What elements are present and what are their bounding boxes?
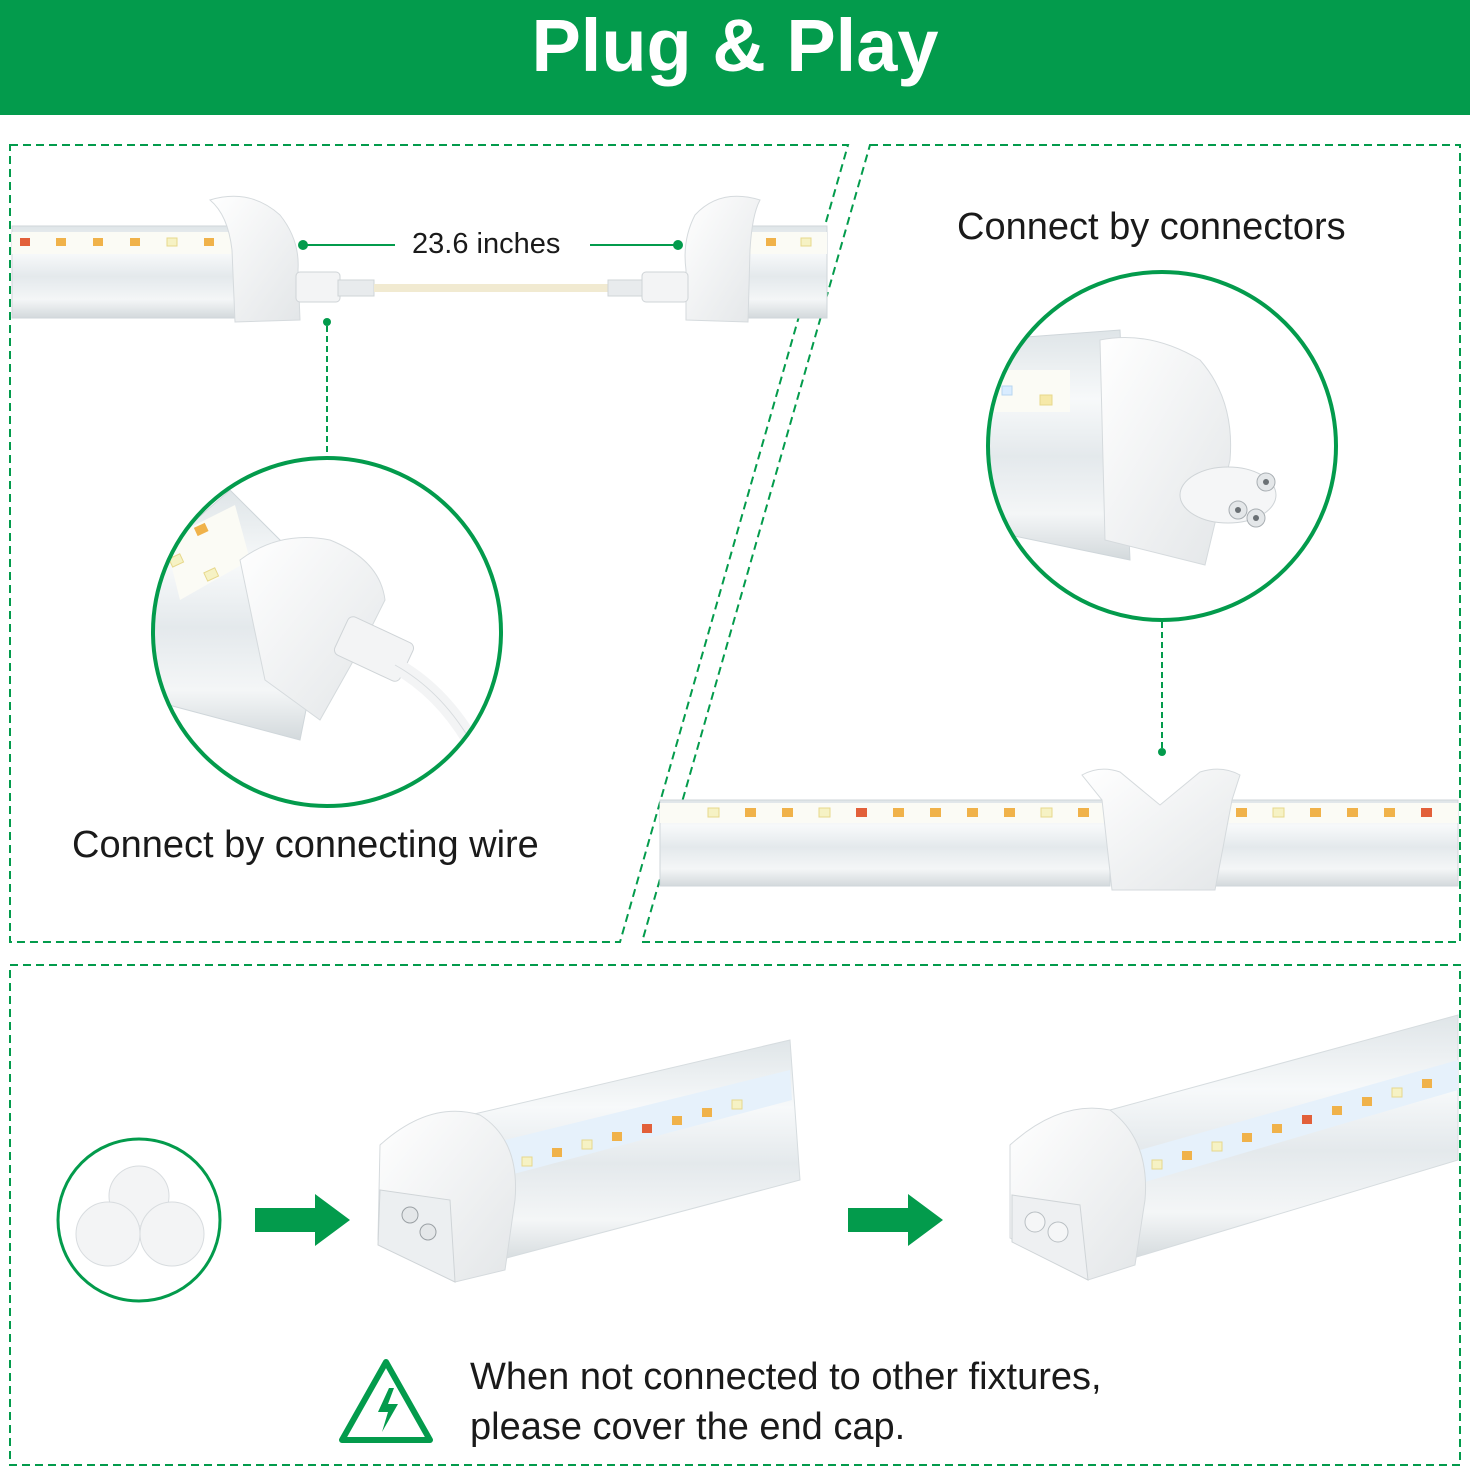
- tube-right: [684, 195, 828, 323]
- distance-indicator: [298, 240, 683, 250]
- led-row-connected: [707, 807, 1432, 818]
- callout-leader-connector: [1158, 622, 1166, 756]
- panel-wire-frame: [9, 144, 850, 943]
- connecting-wire: [295, 271, 689, 303]
- header-banner: [0, 0, 1470, 115]
- caption-connectors: Connect by connectors: [957, 206, 1346, 248]
- arrow-right-icon-2: [848, 1194, 943, 1246]
- warning-line-1: When not connected to other fixtures,: [470, 1356, 1102, 1398]
- panel-connector-frame: [640, 144, 1461, 943]
- arrow-right-icon: [255, 1194, 350, 1246]
- tube-pair-connected: [659, 768, 1459, 891]
- caption-connecting-wire: Connect by connecting wire: [72, 824, 539, 866]
- tube-open-end: [377, 1039, 801, 1283]
- zoom-circle-connector: [986, 270, 1338, 622]
- warning-text: When not connected to other fixtures, pl…: [470, 1352, 1102, 1452]
- distance-label: 23.6 inches: [408, 228, 565, 261]
- end-cap-icon: [56, 1137, 222, 1303]
- high-voltage-warning-icon: [339, 1359, 433, 1443]
- zoom-circle-wire: [151, 456, 503, 808]
- callout-leader-wire: [323, 318, 331, 458]
- tube-left: [11, 195, 301, 323]
- warning-line-2: please cover the end cap.: [470, 1406, 906, 1448]
- tube-capped-end: [1009, 1014, 1459, 1281]
- page-title: Plug & Play: [531, 4, 939, 87]
